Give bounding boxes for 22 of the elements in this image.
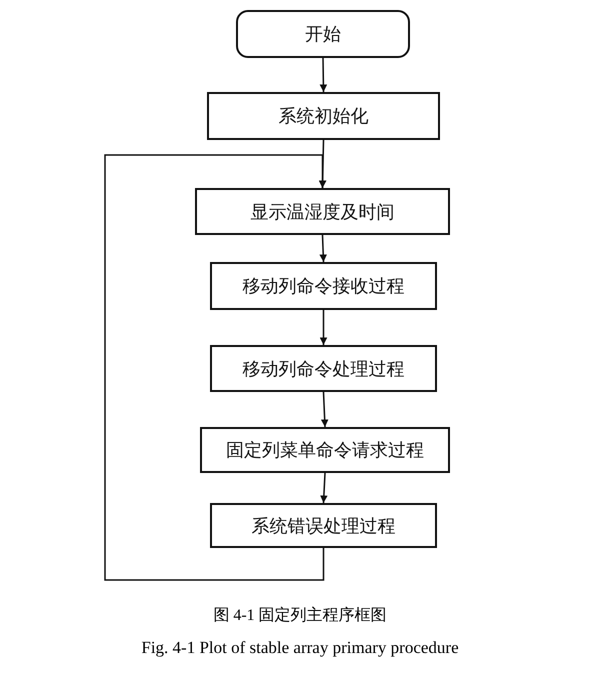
node-label: 固定列菜单命令请求过程 xyxy=(226,439,424,462)
node-label: 开始 xyxy=(305,23,341,46)
process-box xyxy=(200,427,450,473)
start-terminal xyxy=(236,10,410,58)
figure-caption: 图 4-1 固定列主程序框图 xyxy=(213,607,387,624)
node-label: 系统初始化 xyxy=(278,105,368,128)
process-box xyxy=(207,92,440,140)
arrow xyxy=(320,472,328,504)
process-box xyxy=(195,188,450,235)
arrow xyxy=(320,58,328,92)
node-label: 移动列命令处理过程 xyxy=(242,358,404,380)
loop-arrow xyxy=(104,154,326,581)
process-box xyxy=(210,262,437,310)
process-box xyxy=(210,503,437,548)
node-label: 系统错误处理过程 xyxy=(252,514,396,538)
arrow xyxy=(319,234,327,262)
node-label: 显示温湿度及时间 xyxy=(250,200,394,224)
node-label: 移动列命令接收过程 xyxy=(242,275,404,298)
arrow xyxy=(320,392,328,428)
figure-caption: Fig. 4-1 Plot of stable array primary procedure xyxy=(141,638,459,657)
arrow xyxy=(320,310,328,345)
process-box xyxy=(210,345,437,392)
